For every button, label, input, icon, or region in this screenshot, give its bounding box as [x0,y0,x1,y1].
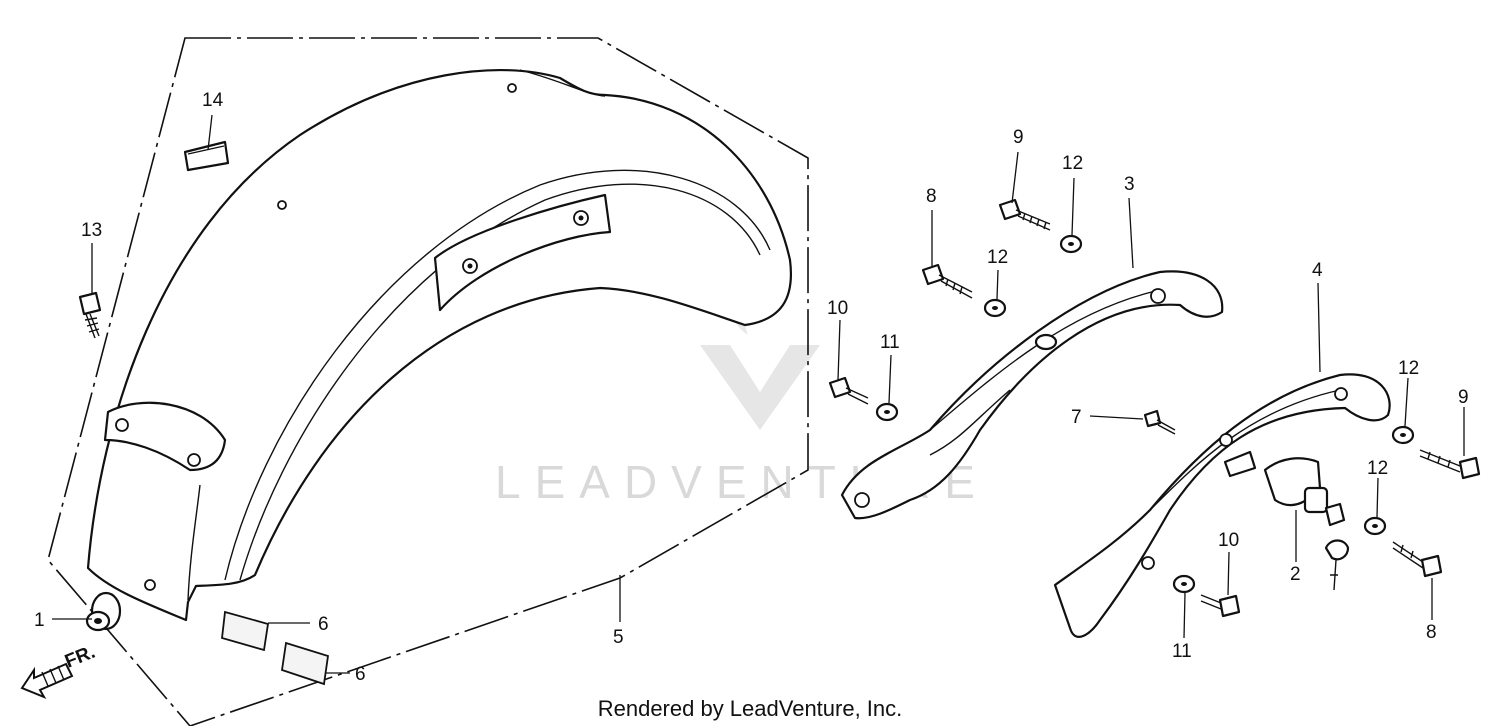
callout-9a[interactable]: 9 [1013,127,1024,148]
callout-10b[interactable]: 10 [1218,530,1239,551]
render-credit: Rendered by LeadVenture, Inc. [598,696,903,721]
callout-1[interactable]: 1 [34,610,45,631]
callout-11b[interactable]: 11 [1172,641,1192,662]
washer-12a[interactable] [1059,234,1083,254]
callout-9b[interactable]: 9 [1458,387,1469,408]
callout-7[interactable]: 7 [1071,407,1082,428]
front-label: FR. [62,642,98,673]
washer-12b[interactable] [983,298,1007,318]
bolt-8b[interactable] [1392,541,1443,578]
callout-14[interactable]: 14 [202,90,224,111]
assembly-boundary [47,37,809,726]
reflector-6a[interactable] [221,610,270,652]
washer-12d[interactable] [1363,516,1387,536]
callout-6a[interactable]: 6 [318,614,329,635]
rear-fender[interactable] [86,68,792,622]
bolt-10b[interactable] [1200,594,1241,618]
bolt-8a[interactable] [921,263,973,299]
callout-11a[interactable]: 11 [880,332,900,353]
callout-2[interactable]: 2 [1290,564,1301,585]
callout-12b[interactable]: 12 [987,247,1008,268]
bolt-10a[interactable] [828,376,869,405]
front-direction-indicator: FR. [20,642,98,700]
leader-lines [52,114,1465,674]
grommet-1[interactable] [85,591,122,632]
washer-11b[interactable] [1172,574,1196,594]
pad-14[interactable] [183,140,230,172]
callout-12c[interactable]: 12 [1398,358,1419,379]
fender-stay-3[interactable] [840,270,1224,520]
callout-12a[interactable]: 12 [1062,153,1083,174]
callout-12d[interactable]: 12 [1367,458,1388,479]
callout-6b[interactable]: 6 [355,664,366,685]
bolt-9b[interactable] [1419,449,1481,480]
washer-11a[interactable] [875,402,899,422]
callout-8b[interactable]: 8 [1426,622,1437,643]
callout-8a[interactable]: 8 [926,186,937,207]
callout-10a[interactable]: 10 [827,298,848,319]
callout-4[interactable]: 4 [1312,260,1323,281]
fender-stay-4[interactable] [1053,373,1391,638]
front-arrow-icon [20,662,74,700]
bolt-13[interactable] [78,291,102,339]
callout-3[interactable]: 3 [1124,174,1135,195]
bolt-9a[interactable] [998,198,1051,231]
reflector-6b[interactable] [280,641,329,686]
callout-13[interactable]: 13 [81,220,102,241]
washer-12c[interactable] [1391,425,1415,445]
helmet-lock-2[interactable] [1263,457,1350,591]
callouts: 14 13 1 6 6 5 9 12 3 8 12 10 11 7 4 12 9… [34,90,1469,685]
bolt-7[interactable] [1143,409,1176,435]
callout-5[interactable]: 5 [613,627,624,648]
